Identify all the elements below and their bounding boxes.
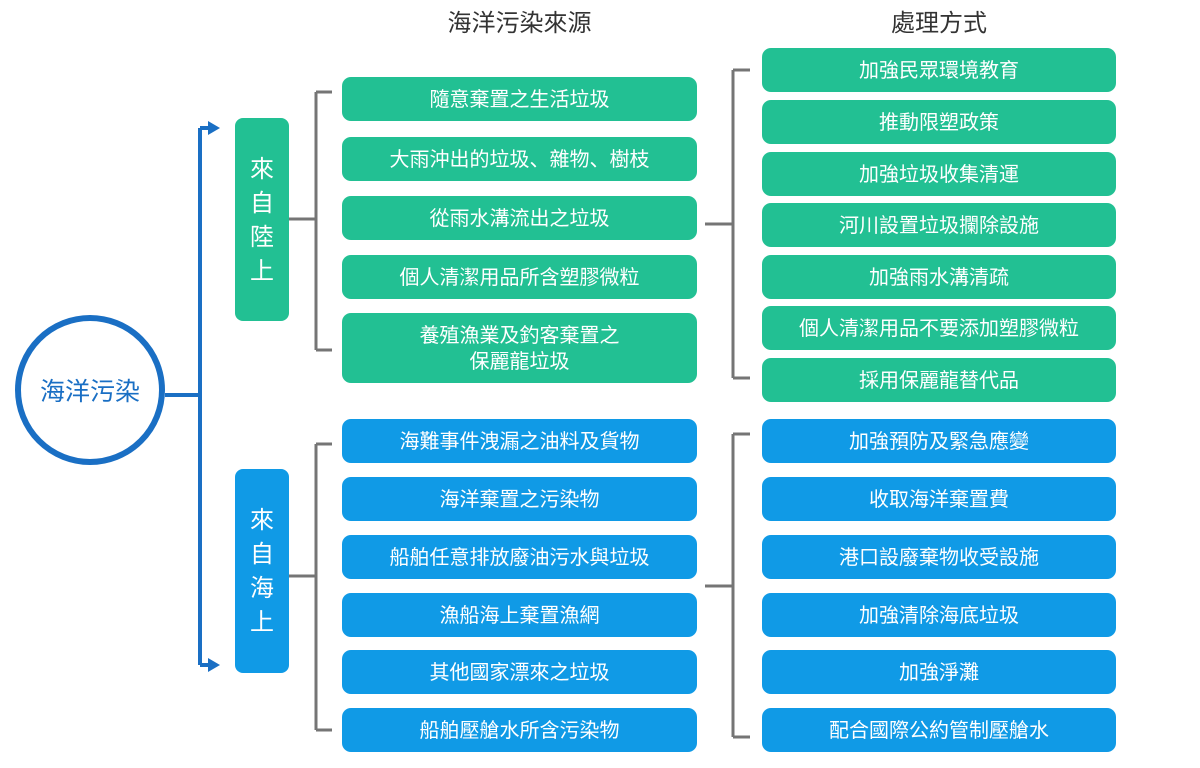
sea-source-item: 船舶任意排放廢油污水與垃圾 <box>342 535 697 579</box>
land-source-line: 保麗龍垃圾 <box>469 349 570 373</box>
land-source-item: 大雨沖出的垃圾、雜物、樹枝 <box>342 137 697 181</box>
land-measure-item: 加強民眾環境教育 <box>762 48 1116 92</box>
sea-measure-item: 港口設廢棄物收受設施 <box>762 535 1116 579</box>
land-source-line: 養殖漁業及釣客棄置之 <box>419 323 620 347</box>
land-source-item: 隨意棄置之生活垃圾 <box>342 77 697 121</box>
sea-source-item: 船舶壓艙水所含污染物 <box>342 708 697 752</box>
sea-measure-item: 加強預防及緊急應變 <box>762 419 1116 463</box>
sea-measure-item: 配合國際公約管制壓艙水 <box>762 708 1116 752</box>
land-source-item: 從雨水溝流出之垃圾 <box>342 196 697 240</box>
sea-measure-item: 加強清除海底垃圾 <box>762 593 1116 637</box>
land-measure-item: 推動限塑政策 <box>762 100 1116 144</box>
arrow-sea-icon <box>208 658 220 672</box>
arrow-land-icon <box>208 121 220 135</box>
land-source-item: 個人清潔用品所含塑膠微粒 <box>342 255 697 299</box>
sea-source-item: 其他國家漂來之垃圾 <box>342 650 697 694</box>
land-source-item: 養殖漁業及釣客棄置之 保麗龍垃圾 <box>342 313 697 383</box>
land-measure-item: 河川設置垃圾攔除設施 <box>762 203 1116 247</box>
land-measure-item: 加強垃圾收集清運 <box>762 152 1116 196</box>
land-measure-item: 加強雨水溝清疏 <box>762 255 1116 299</box>
sea-source-item: 海難事件洩漏之油料及貨物 <box>342 419 697 463</box>
category-land: 來自陸上 <box>235 118 289 321</box>
land-measure-item: 採用保麗龍替代品 <box>762 358 1116 402</box>
land-measure-item: 個人清潔用品不要添加塑膠微粒 <box>762 306 1116 350</box>
sea-measure-item: 收取海洋棄置費 <box>762 477 1116 521</box>
measures-header: 處理方式 <box>891 9 987 37</box>
sea-source-item: 海洋棄置之污染物 <box>342 477 697 521</box>
sea-measure-item: 加強淨灘 <box>762 650 1116 694</box>
center-node: 海洋污染 <box>15 315 165 465</box>
sources-header: 海洋污染來源 <box>447 9 592 37</box>
sea-source-item: 漁船海上棄置漁網 <box>342 593 697 637</box>
category-sea: 來自海上 <box>235 469 289 673</box>
